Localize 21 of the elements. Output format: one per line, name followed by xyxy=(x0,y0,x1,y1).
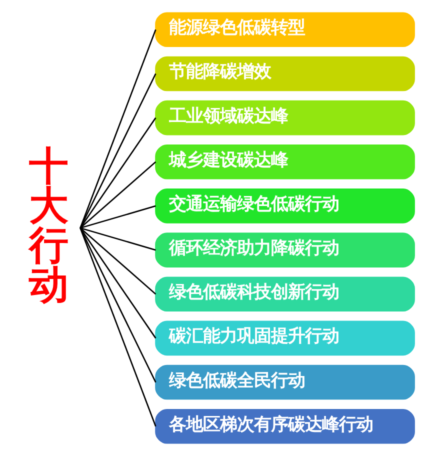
connector xyxy=(79,228,156,427)
connector xyxy=(79,29,156,228)
connector xyxy=(80,227,156,251)
node-box: 循环经济助力降碳行动 xyxy=(154,232,414,268)
connector xyxy=(79,161,156,229)
node-box: 城乡建设碳达峰 xyxy=(154,144,414,180)
connector xyxy=(80,205,156,229)
node-box: 工业领域碳达峰 xyxy=(154,100,414,136)
node-box: 交通运输绿色低碳行动 xyxy=(154,188,414,224)
node-text: 十大行动 xyxy=(28,144,68,308)
connector xyxy=(79,73,156,228)
node-box: 绿色低碳全民行动 xyxy=(154,364,414,400)
connector xyxy=(79,227,156,295)
node-box: 节能降碳增效 xyxy=(154,56,414,92)
connector xyxy=(79,228,156,383)
connector xyxy=(79,228,156,339)
connector xyxy=(79,117,156,228)
node-box: 能源绿色低碳转型 xyxy=(154,12,414,48)
node-box: 各地区梯次有序碳达峰行动 xyxy=(154,408,414,444)
node-box: 碳汇能力巩固提升行动 xyxy=(154,320,414,356)
node-box: 绿色低碳科技创新行动 xyxy=(154,276,414,312)
